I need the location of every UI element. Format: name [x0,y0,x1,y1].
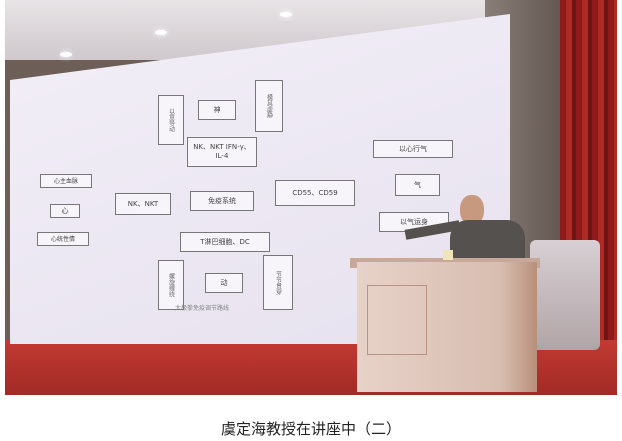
slide-caption: 太极拳免疫调节路线 [175,305,230,312]
slide-box: NK、NKT IFN-γ、IL-4 [187,137,257,167]
slide-box: 神 [198,100,236,120]
slide-box: NK、NKT [115,193,171,215]
slide-box: 免疫系统 [190,191,254,211]
slide-box: 模其虚静 [255,80,283,132]
slide-box: 以意导动 [158,95,184,145]
slide-box: CD55、CD59 [275,180,355,206]
slide-box: 心 [50,204,80,218]
lecture-photo: 以意导动 神 模其虚静 NK、NKT IFN-γ、IL-4 免疫系统 NK、NK… [5,0,617,395]
slide-box: T淋巴细胞、DC [180,232,270,252]
slide-box: 螺旋缠绕 [158,260,184,310]
slide-box: 以心行气 [373,140,453,158]
ceiling-light [60,52,72,57]
podium-panel [367,285,427,355]
chair [530,240,600,350]
slide-box: 节节贯穿 [263,255,293,310]
slide-box: 动 [205,273,243,293]
ceiling-light [155,30,167,35]
podium [357,262,537,392]
speaker [450,195,525,265]
ceiling-light [280,12,292,17]
slide-box: 心统性情 [37,232,89,246]
cup [443,250,453,260]
slide-box: 心主血脉 [40,174,92,188]
photo-caption: 虞定海教授在讲座中（二） [220,420,401,438]
slide-box: 气 [395,174,440,196]
